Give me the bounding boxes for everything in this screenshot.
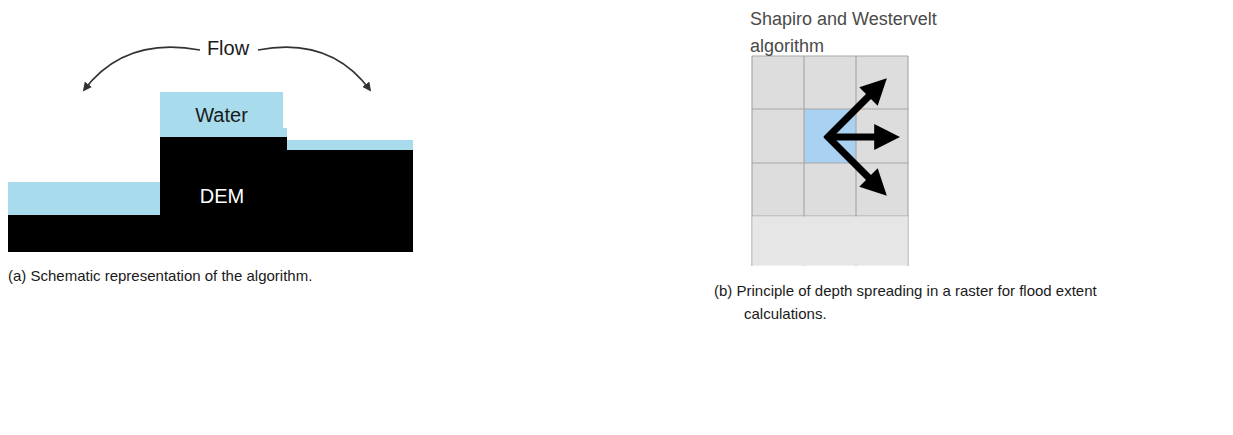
spread-arrow — [826, 135, 874, 183]
water-cell: Water — [160, 92, 283, 137]
grid-line — [752, 215, 908, 216]
grid-line — [752, 162, 908, 163]
grid-ground — [752, 56, 908, 216]
spread-arrow — [826, 91, 874, 139]
water-pool — [8, 182, 160, 215]
raster-grid — [752, 56, 908, 266]
node-text: DEM — [200, 184, 244, 208]
panel-title: Shapiro and Westervelt algorithm — [750, 6, 980, 60]
spread-arrows — [826, 91, 882, 183]
grid-lines — [752, 56, 908, 266]
flow-arrow — [84, 47, 200, 90]
caption: (a) Schematic representation of the algo… — [8, 265, 428, 288]
dem-terrain: DEM — [8, 137, 413, 252]
grid-line — [751, 56, 752, 266]
water-layer — [283, 140, 413, 150]
node-text: Water — [195, 103, 248, 127]
caption: (b) Principle of depth spreading in a ra… — [714, 280, 1099, 325]
grid-row — [753, 217, 908, 266]
flow-label: Flow — [178, 33, 278, 63]
spread-arrow — [828, 134, 882, 141]
grid-line — [752, 108, 908, 109]
flow-arrow — [258, 47, 370, 90]
terrain-outline — [8, 137, 413, 252]
